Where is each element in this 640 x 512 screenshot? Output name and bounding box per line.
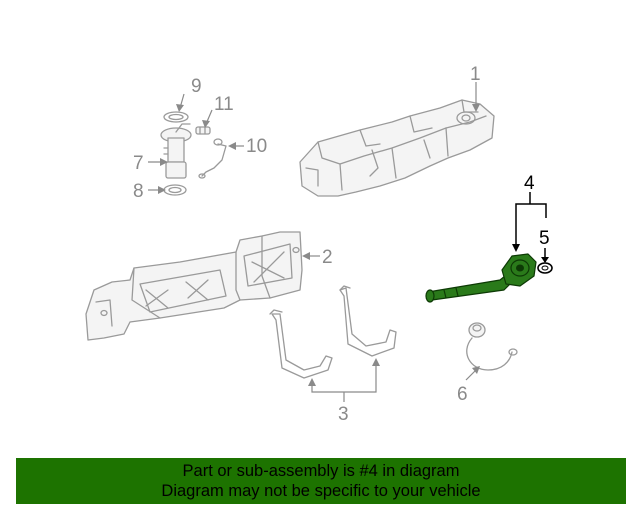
callout-7: 7 bbox=[133, 153, 144, 174]
fuel-tank[interactable] bbox=[299, 99, 495, 197]
pump-seal[interactable] bbox=[163, 111, 189, 123]
callout-1: 1 bbox=[470, 64, 481, 85]
callout-8: 8 bbox=[133, 181, 144, 202]
leader-line-4 bbox=[515, 203, 547, 248]
leader-arrow-4 bbox=[512, 244, 520, 252]
notice-line-2: Diagram may not be specific to your vehi… bbox=[161, 482, 481, 500]
callout-6: 6 bbox=[457, 384, 468, 405]
fuel-cap[interactable] bbox=[466, 322, 518, 371]
filler-gasket[interactable] bbox=[537, 262, 553, 274]
exploded-parts-diagram: 1 2 3 bbox=[85, 64, 553, 425]
callout-9: 9 bbox=[191, 76, 202, 97]
leader-arrow-8 bbox=[158, 186, 166, 194]
sender-wire[interactable] bbox=[198, 138, 227, 179]
leader-arrow-3a bbox=[308, 378, 316, 386]
callout-4: 4 bbox=[524, 173, 535, 194]
pump-lock-ring[interactable] bbox=[163, 184, 187, 196]
callout-10: 10 bbox=[246, 136, 267, 157]
wire-connector[interactable] bbox=[195, 126, 211, 135]
tank-strap-right[interactable] bbox=[339, 285, 397, 357]
leader-arrow-3b bbox=[372, 358, 380, 366]
leader-arrow-9 bbox=[176, 104, 184, 112]
leader-arrow-11 bbox=[202, 120, 210, 128]
tank-strap-left[interactable] bbox=[269, 309, 333, 379]
leader-arrow-2 bbox=[302, 252, 310, 260]
callout-5: 5 bbox=[539, 228, 550, 249]
callout-3: 3 bbox=[338, 404, 349, 425]
leader-arrow-1 bbox=[472, 104, 480, 112]
leader-arrow-10 bbox=[228, 142, 236, 150]
leader-line-3 bbox=[311, 362, 377, 402]
leader-arrow-5 bbox=[541, 257, 549, 263]
notice-banner: Part or sub-assembly is #4 in diagram Di… bbox=[16, 458, 626, 504]
callout-11: 11 bbox=[214, 94, 234, 115]
callout-2: 2 bbox=[322, 247, 333, 268]
notice-line-1: Part or sub-assembly is #4 in diagram bbox=[182, 462, 460, 480]
leader-arrow-6 bbox=[472, 366, 480, 374]
fuel-filler-neck[interactable] bbox=[425, 253, 537, 303]
skid-plate[interactable] bbox=[85, 231, 303, 341]
leader-arrow-7 bbox=[160, 158, 168, 166]
fuel-pump-module[interactable] bbox=[160, 123, 192, 179]
